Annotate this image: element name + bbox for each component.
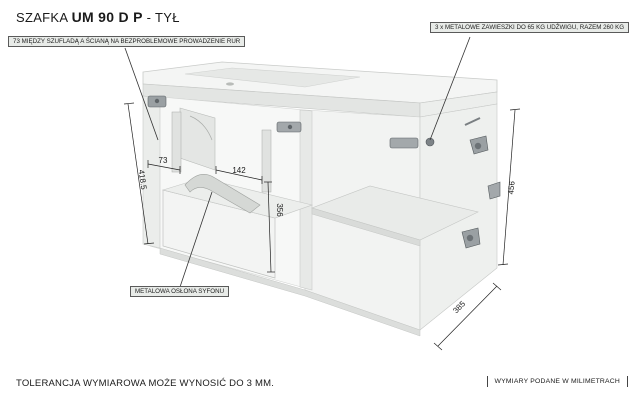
hanger-right-mid [487,181,501,200]
leader-lines [124,36,471,288]
units-note: WYMIARY PODANE W MILIMETRACH [486,376,628,387]
gap-callout: 73 MIĘDZY SZUFLADĄ A ŚCIANĄ NA BEZPROBLE… [8,36,246,47]
title-model: UM 90 D P [71,9,143,25]
page-title: SZAFKA UM 90 D P - TYŁ [16,9,180,25]
title-suffix: - TYŁ [146,10,180,25]
hanger-top-left [147,95,167,108]
title-prefix: SZAFKA [16,10,68,25]
dim-right-height: 456 [506,180,516,195]
tolerance-note: TOLERANCJA WYMIAROWA MOŻE WYNOSIĆ DO 3 M… [16,378,275,389]
drain-hole [226,82,234,86]
siphon-cover [184,173,261,214]
cabinet-illustration [142,61,501,337]
dim-left-height: 418.5 [137,169,149,191]
dim-inner-width: 142 [232,166,246,175]
hanger-top-middle [276,121,302,133]
dim-inner-height: 356 [275,203,284,217]
hangers-callout: 3 x METALOWE ZAWIESZKI DO 65 KG UDŹWIGU,… [430,22,630,33]
dimension-lines [123,102,521,351]
hanger-right-upper [469,135,489,155]
hanger-right-lower [461,227,481,249]
dim-gap: 73 [159,156,168,165]
hanger-top-right [389,137,435,149]
siphon-callout: METALOWA OSŁONA SYFONU [130,286,230,297]
